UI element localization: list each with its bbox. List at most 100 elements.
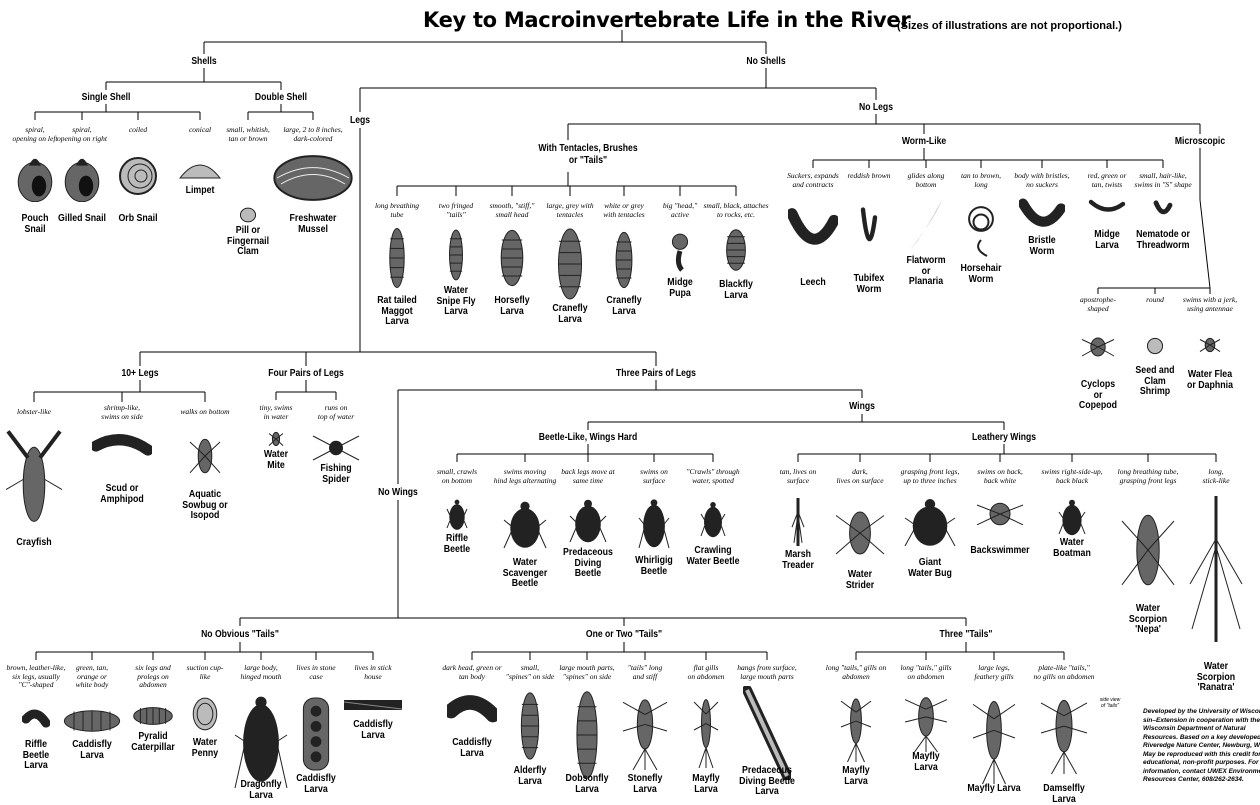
category-four-pairs: Four Pairs of Legs (268, 367, 344, 379)
organism-description: lives in stone case (296, 664, 335, 681)
organism-name-water-strider: Water Strider (846, 570, 874, 591)
organism-name-mayfly-larva: Mayfly Larva (967, 784, 1020, 795)
organism-description: round (1146, 296, 1164, 305)
organism-description: large legs, feathery gills (974, 664, 1013, 681)
nymph-icon (621, 690, 669, 772)
larva-icon (447, 228, 465, 282)
scale-note: (Sizes of illustrations are not proporti… (897, 20, 1122, 32)
beetle-icon (445, 498, 469, 532)
stick-icon (790, 496, 806, 548)
category-no-legs: No Legs (859, 101, 893, 113)
category-beetle-like: Beetle-Like, Wings Hard (539, 431, 637, 443)
larva-icon (723, 228, 749, 272)
organism-name-pouch-snail: Pouch Snail (22, 214, 49, 235)
category-wings: Wings (849, 400, 875, 412)
organism-name-nematode-or-threadworm: Nematode or Threadworm (1136, 230, 1190, 251)
organism-name-caddisfly-larva: Caddisfly Larva (353, 720, 393, 741)
organism-name-fishing-spider: Fishing Spider (320, 464, 351, 485)
organism-name-predaceous-diving-beetle-larva: Predaceous Diving Beetle Larva (739, 766, 795, 798)
organism-description: small, "spines" on side (506, 664, 554, 681)
organism-description: green, tan, orange or white body (76, 664, 109, 690)
organism-description: flat gills on abdomen (688, 664, 725, 681)
organism-name-horsefly-larva: Horsefly Larva (494, 296, 529, 317)
organism-name-tubifex-worm: Tubifex Worm (854, 274, 885, 295)
organism-name-water-penny: Water Penny (192, 738, 218, 759)
page-title: Key to Macroinvertebrate Life in the Riv… (423, 8, 910, 32)
organism-name-pill-or-fingernail-clam: Pill or Fingernail Clam (227, 226, 269, 258)
organism-name-marsh-treader: Marsh Treader (782, 550, 814, 571)
category-three-tails: Three "Tails" (940, 628, 993, 640)
organism-description: tan to brown, long (961, 172, 1001, 189)
organism-name-caddisfly-larva: Caddisfly Larva (296, 774, 336, 795)
organism-description: swims moving hind legs alternating (494, 468, 557, 485)
category-no-obvious-tails: No Obvious "Tails" (201, 628, 279, 640)
category-double-shell: Double Shell (255, 91, 307, 103)
organism-name-backswimmer: Backswimmer (970, 546, 1029, 557)
organism-description: grasping front legs, up to three inches (901, 468, 960, 485)
stickcase-icon (342, 694, 404, 716)
case-icon (298, 696, 334, 772)
organism-description: small, crawls on bottom (437, 468, 477, 485)
organism-description: tiny, swims in water (260, 404, 293, 421)
organism-description: shrimp-like, swims on side (101, 404, 143, 421)
beetle-icon (568, 498, 608, 546)
category-worm-like: Worm-Like (902, 135, 946, 147)
beetle-icon (1057, 498, 1087, 538)
bug-icon (834, 498, 886, 568)
organism-name-riffle-beetle: Riffle Beetle (444, 534, 470, 555)
beetle-icon (502, 500, 548, 552)
gilled-snail-icon (62, 150, 102, 202)
category-one-or-two-tails: One or Two "Tails" (586, 628, 662, 640)
organism-description: two fringed "tails" (439, 202, 473, 219)
category-no-wings: No Wings (378, 486, 418, 498)
organism-name-flatworm-or-planaria: Flatworm or Planaria (906, 256, 945, 288)
category-microscopic: Microscopic (1175, 135, 1225, 147)
organism-description: white or grey with tentacles (603, 202, 644, 219)
organism-description: red, green or tan, twists (1088, 172, 1127, 189)
larva-icon (573, 688, 601, 782)
credit-text: Developed by the University of Wiscon- s… (1143, 708, 1259, 785)
organism-name-midge-larva: Midge Larva (1094, 230, 1119, 251)
organism-description: swims on surface (640, 468, 668, 485)
organism-name-bristle-worm: Bristle Worm (1028, 236, 1055, 257)
worm-icon (1087, 198, 1127, 218)
bug-icon (267, 428, 285, 450)
organism-name-crayfish: Crayfish (16, 538, 51, 549)
shrimp-icon (447, 690, 497, 732)
organism-description: six legs and prolegs on abdomen (135, 664, 170, 690)
organism-description: back legs move at same time (561, 468, 615, 485)
beetle-icon (637, 496, 671, 552)
bug-icon (1080, 332, 1116, 362)
organism-description: coiled (129, 126, 147, 135)
organism-description: lobster-like (17, 408, 51, 417)
organism-name-orb-snail: Orb Snail (118, 214, 157, 225)
category-no-shells: No Shells (746, 55, 785, 67)
side-view-note: side view of "tails" (1100, 697, 1121, 709)
organism-description: reddish brown (848, 172, 891, 181)
organism-description: swims right-side-up, back black (1041, 468, 1102, 485)
organism-name-predaceous-diving-beetle: Predaceous Diving Beetle (563, 548, 613, 580)
larva-icon (387, 226, 407, 290)
organism-name-scud-or-amphipod: Scud or Amphipod (100, 484, 144, 505)
beetle-icon (903, 498, 957, 550)
category-single-shell: Single Shell (82, 91, 131, 103)
organism-name-water-scorpion-ranatra: Water Scorpion 'Ranatra' (1197, 662, 1235, 694)
larva-h-icon (132, 702, 174, 730)
organism-name-cranefly-larva: Cranefly Larva (606, 296, 641, 317)
clam-icon (1146, 336, 1164, 356)
organism-description: glides along bottom (908, 172, 945, 189)
coil-icon (964, 198, 998, 258)
worm-icon (859, 194, 879, 272)
organism-name-leech: Leech (800, 278, 825, 289)
organism-name-aquatic-sowbug-or-isopod: Aquatic Sowbug or Isopod (182, 490, 227, 522)
organism-name-water-boatman: Water Boatman (1053, 538, 1091, 559)
organism-description: suction cup- like (187, 664, 224, 681)
bug-icon (975, 496, 1025, 532)
larva-icon (518, 690, 542, 762)
bug-icon (1120, 492, 1176, 608)
organism-description: large, grey with tentacles (546, 202, 593, 219)
category-shells: Shells (191, 55, 216, 67)
category-three-pairs: Three Pairs of Legs (616, 367, 696, 379)
larva-icon (613, 230, 635, 290)
